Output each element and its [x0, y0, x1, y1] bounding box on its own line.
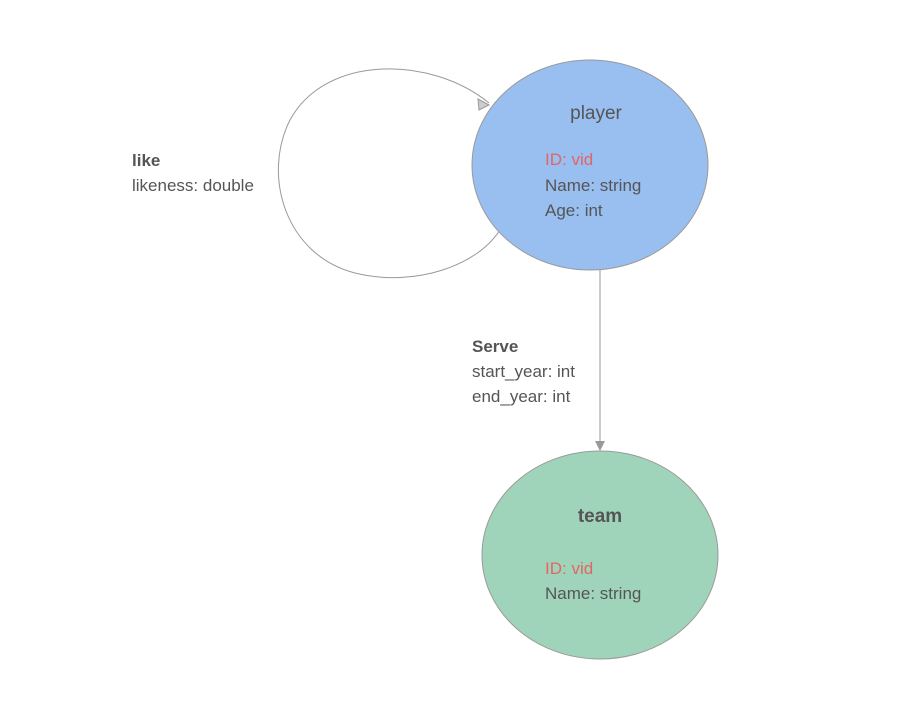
- player-age-prop: Age: int: [545, 201, 603, 220]
- player-id-prop: ID: vid: [545, 150, 593, 169]
- serve-start-year-prop: start_year: int: [472, 362, 575, 381]
- like-edge-label: like likeness: double: [132, 151, 254, 195]
- player-node[interactable]: player ID: vid Name: string Age: int: [471, 59, 709, 271]
- like-arrowhead-icon: [477, 98, 491, 111]
- team-node[interactable]: team ID: vid Name: string: [481, 450, 719, 660]
- serve-arrowhead-icon: [595, 441, 605, 451]
- like-edge[interactable]: [277, 68, 502, 279]
- like-loop-line: [277, 68, 502, 279]
- team-id-prop: ID: vid: [545, 559, 593, 578]
- player-name-prop: Name: string: [545, 176, 641, 195]
- serve-edge[interactable]: [595, 269, 605, 451]
- team-node-title: team: [578, 506, 622, 527]
- like-edge-title: like: [132, 151, 160, 170]
- serve-edge-title: Serve: [472, 337, 518, 356]
- team-name-prop: Name: string: [545, 584, 641, 603]
- serve-edge-label: Serve start_year: int end_year: int: [472, 337, 575, 406]
- player-node-title: player: [570, 103, 622, 124]
- team-node-shape: [481, 450, 719, 660]
- player-node-shape: [471, 59, 709, 271]
- serve-end-year-prop: end_year: int: [472, 387, 571, 406]
- like-likeness-prop: likeness: double: [132, 176, 254, 195]
